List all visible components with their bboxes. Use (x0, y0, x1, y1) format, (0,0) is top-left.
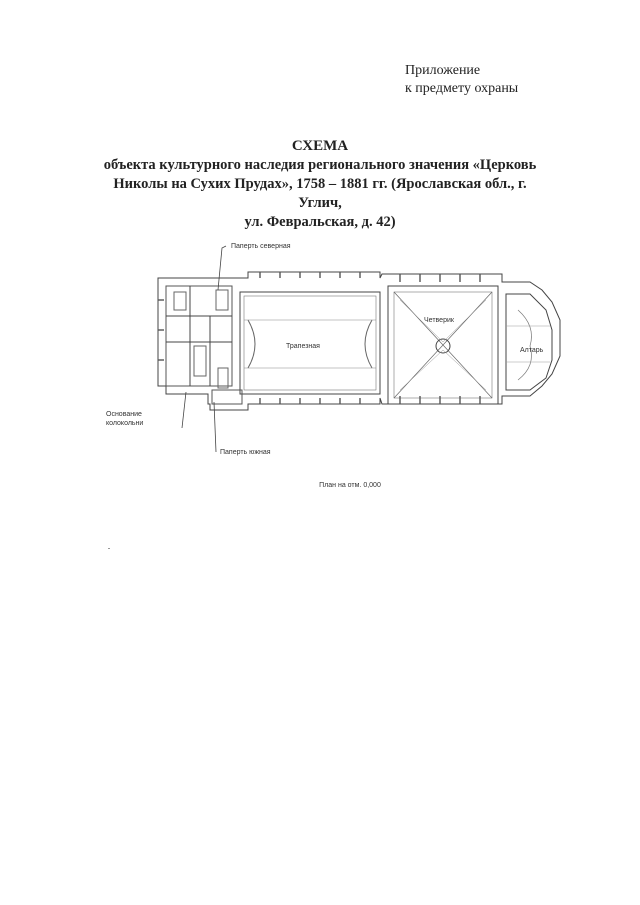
chetverik-room (387, 285, 499, 405)
bell-tower-base (165, 285, 233, 387)
label-bell-tower-1: Основание (106, 411, 142, 418)
title-line-3: ул. Февральская, д. 42) (244, 214, 396, 230)
building-outline (157, 271, 561, 411)
leader-bell-tower (181, 391, 187, 429)
appendix-line-1: Приложение (405, 63, 481, 78)
title-heading: СХЕМА (291, 138, 349, 154)
label-refectory: Трапезная (286, 343, 320, 350)
floor-plan-drawing (157, 245, 561, 453)
title-line-1: объекта культурного наследия регионально… (103, 157, 537, 173)
leader-porch-north (217, 245, 227, 291)
altar-room (505, 293, 553, 391)
label-porch-north: Паперть северная (231, 243, 291, 250)
label-porch-south: Паперть южная (220, 449, 271, 456)
appendix-line-2: к предмету охраны (405, 81, 519, 96)
label-chetverik: Четверик (424, 317, 454, 324)
document-title: СХЕМА объекта культурного наследия регио… (90, 136, 550, 232)
leader-porch-south (213, 401, 217, 453)
plan-caption: План на отм. 0,000 (319, 482, 381, 489)
label-bell-tower-2: колокольни (106, 420, 144, 427)
label-altar: Алтарь (520, 347, 544, 354)
title-line-2: Николы на Сухих Прудах», 1758 – 1881 гг.… (113, 176, 527, 211)
refectory-room (239, 291, 381, 395)
floor-plan: Паперть северная Основание колокольни Па… (90, 230, 590, 470)
scan-speck (108, 548, 110, 549)
appendix-note: Приложение к предмету охраны (405, 62, 518, 98)
